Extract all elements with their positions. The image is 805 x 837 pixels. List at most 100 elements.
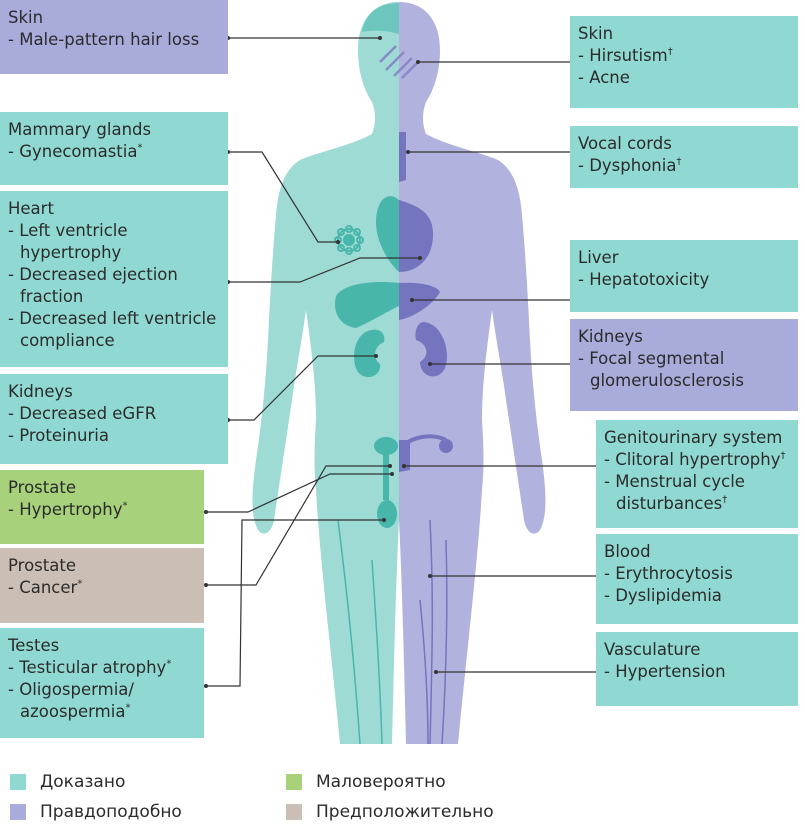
item-label: Left ventricle — [19, 221, 128, 240]
item-label: Decreased left ventricle — [19, 309, 217, 328]
kidney-organ-male — [354, 329, 385, 378]
footnote-mark: * — [137, 142, 143, 154]
bullet-dash: - — [604, 450, 616, 469]
item-label: Hepatotoxicity — [589, 270, 710, 289]
item-label: Hypertension — [615, 662, 726, 681]
item-label: Hirsutism — [589, 46, 668, 65]
leader-prostate-cancer — [206, 465, 390, 586]
item-label: Gynecomastia — [19, 142, 138, 161]
vocal-cords-organ — [399, 132, 406, 182]
liver-organ-female — [399, 282, 440, 320]
box-item-text: - Hepatotoxicity — [578, 269, 790, 291]
box-skin-left: Skin - Male-pattern hair loss — [0, 0, 228, 74]
item-label: Oligospermia/ — [19, 680, 134, 699]
box-title: Vocal cords — [578, 134, 672, 153]
leader-lines — [206, 37, 597, 687]
box-item: - Oligospermia/azoospermia* — [8, 679, 196, 723]
box-item-text: - Gynecomastia* — [8, 141, 220, 163]
female-silhouette — [399, 2, 546, 744]
female-reproductive-organ — [399, 434, 453, 472]
bullet-dash: - — [578, 270, 590, 289]
legend-swatch-plausible — [10, 804, 26, 820]
bullet-dash: - — [8, 309, 20, 328]
box-title: Genitourinary system — [604, 428, 783, 447]
footnote-mark: * — [122, 500, 128, 512]
bullet-dash: - — [8, 404, 20, 423]
box-testes: Testes- Testicular atrophy*- Oligospermi… — [0, 628, 204, 738]
box-title: Prostate — [8, 478, 76, 497]
box-title: Skin — [8, 8, 44, 27]
box-item-continuation: glomerulosclerosis — [578, 370, 790, 392]
body-female-half — [399, 2, 546, 744]
box-item-continuation: compliance — [8, 330, 220, 352]
box-title: Liver — [578, 248, 619, 267]
box-item-continuation: hypertrophy — [8, 242, 220, 264]
leader-testes — [206, 519, 384, 687]
legend-swatch-proven — [10, 774, 26, 790]
footnote-mark: * — [125, 702, 131, 714]
box-item-text: - Focal segmental — [578, 348, 790, 370]
item-label: Clitoral hypertrophy — [615, 450, 781, 469]
heart-organ-male — [376, 196, 399, 272]
box-vasculature: Vasculature- Hypertension — [596, 632, 798, 706]
box-liver: Liver - Hepatotoxicity — [570, 240, 798, 312]
box-prostate-hyper: Prostate - Hypertrophy* — [0, 470, 204, 544]
box-item-text: - Erythrocytosis — [604, 563, 790, 585]
box-item-text: - Dysphonia† — [578, 155, 790, 177]
box-item-text: - Left ventricle — [8, 220, 220, 242]
bullet-dash: - — [8, 221, 20, 240]
legend-label-proven: Доказано — [40, 772, 126, 792]
bullet-dash: - — [604, 586, 616, 605]
box-item: - Decreased left ventricle compliance — [8, 308, 220, 352]
footnote-mark: * — [77, 578, 83, 590]
leader-kidneys-left — [228, 355, 376, 421]
legend-item-presumed: Предположительнo — [286, 800, 494, 824]
veins — [337, 519, 448, 745]
box-title: Kidneys — [578, 327, 643, 346]
box-item-text: - Decreased eGFR — [8, 403, 220, 425]
box-item-text: - Proteinuria — [8, 425, 220, 447]
kidney-organ-female — [415, 322, 448, 377]
box-item: - Male-pattern hair loss — [8, 29, 220, 51]
item-label: Decreased ejection — [19, 265, 178, 284]
box-blood: Blood - Erythrocytosis- Dyslipidemia — [596, 534, 798, 624]
box-title: Mammary glands — [8, 120, 152, 139]
box-title: Skin — [578, 24, 614, 43]
item-continuation-label: fraction — [20, 287, 84, 306]
box-item-text: - Hirsutism† — [578, 45, 790, 67]
leader-dots — [204, 36, 438, 688]
bullet-dash: - — [578, 349, 590, 368]
box-item: - Testicular atrophy* — [8, 657, 196, 679]
box-item: - Decreased eGFR — [8, 403, 220, 425]
bullet-dash: - — [578, 68, 590, 87]
item-continuation-label: azoospermia — [20, 702, 126, 721]
bullet-dash: - — [604, 662, 616, 681]
leader-heart — [228, 257, 420, 283]
footnote-mark: † — [722, 494, 728, 506]
box-item: - Hypertension — [604, 661, 790, 683]
box-skin-right: Skin - Hirsutism†- Acne — [570, 16, 798, 108]
footnote-mark: † — [780, 450, 786, 462]
legend-item-unlikely: Маловероятно — [286, 770, 446, 794]
box-item-text: - Clitoral hypertrophy† — [604, 449, 790, 471]
box-title: Blood — [604, 542, 651, 561]
legend-swatch-presumed — [286, 804, 302, 820]
hirsutism-hatch-icon — [379, 45, 419, 79]
legend-swatch-unlikely — [286, 774, 302, 790]
heart-organ-female — [399, 200, 434, 272]
box-title: Prostate — [8, 556, 76, 575]
leader-mammary — [228, 151, 338, 243]
item-continuation-label: glomerulosclerosis — [590, 371, 744, 390]
box-title: Kidneys — [8, 382, 73, 401]
box-item-text: - Dyslipidemia — [604, 585, 790, 607]
bullet-dash: - — [8, 426, 20, 445]
bullet-dash: - — [8, 142, 20, 161]
item-continuation-label: hypertrophy — [20, 243, 122, 262]
box-item-text: - Hypertrophy* — [8, 499, 196, 521]
box-item-text: - Acne — [578, 67, 790, 89]
